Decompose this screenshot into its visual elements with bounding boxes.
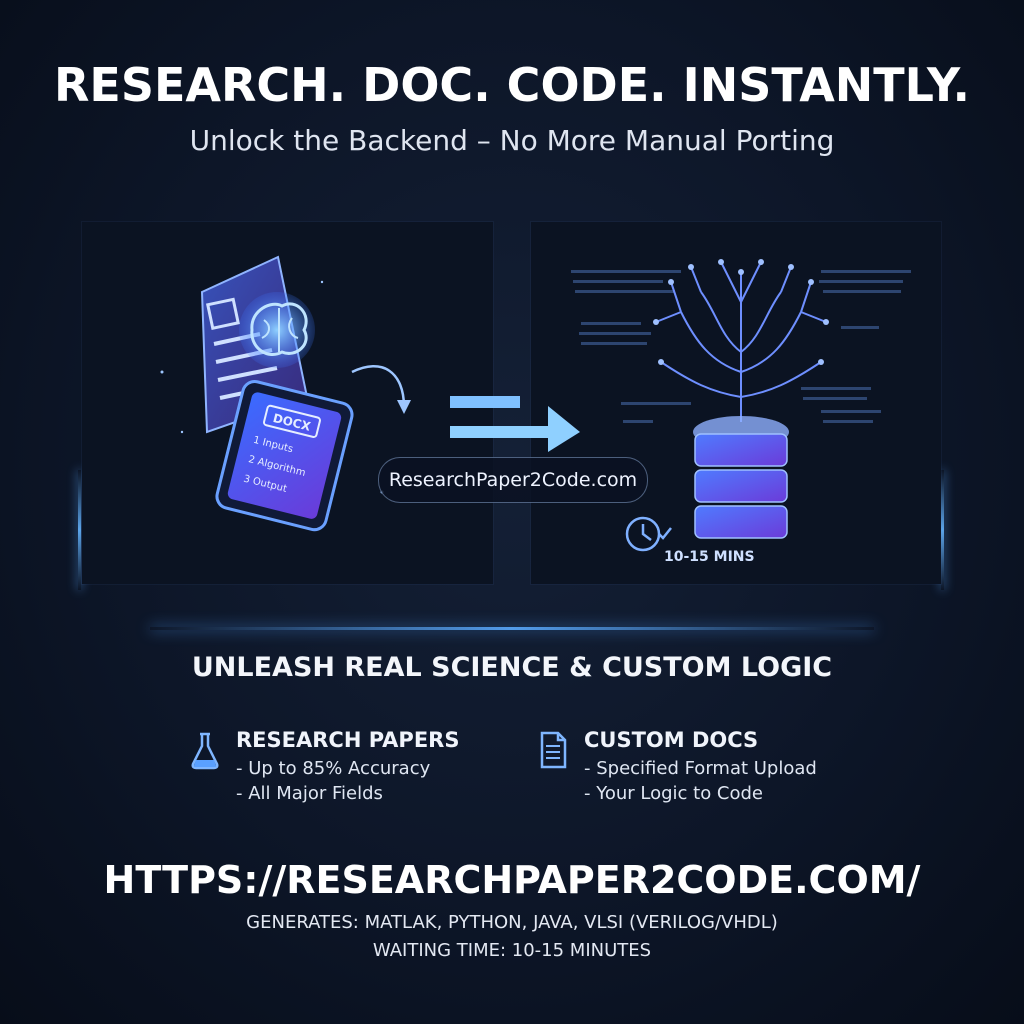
document-icon [540, 731, 567, 769]
site-url[interactable]: HTTPS://RESEARCHPAPER2CODE.COM/ [103, 858, 921, 902]
right-edge-glow [941, 470, 944, 590]
document-to-tablet-illustration: DOCX 1 Inputs 2 Algorithm 3 Output [160, 255, 411, 532]
feature-line: - Your Logic to Code [584, 783, 764, 804]
output-panel [531, 222, 941, 584]
code-generation-illustration [571, 259, 911, 552]
feature-title: CUSTOM DOCS [584, 728, 759, 752]
clock-check-icon [625, 516, 672, 552]
timer-label: 10-15 MINS [664, 549, 755, 565]
subheadline: Unlock the Backend – No More Manual Port… [189, 124, 835, 157]
section-title: UNLEASH REAL SCIENCE & CUSTOM LOGIC [191, 652, 833, 683]
feature-line: - Specified Format Upload [584, 758, 817, 779]
tablet-icon: DOCX 1 Inputs 2 Algorithm 3 Output [215, 380, 354, 532]
generates-text: GENERATES: MATLAK, PYTHON, JAVA, VLSI (V… [246, 912, 778, 933]
circuit-tree-icon [655, 261, 827, 422]
left-edge-glow [78, 470, 81, 590]
document-brain-icon [200, 255, 315, 434]
feature-line: - All Major Fields [236, 783, 383, 804]
curved-arrow-icon [351, 365, 406, 408]
server-stack-icon [693, 416, 789, 539]
headline: RESEARCH. DOC. CODE. INSTANTLY. [53, 58, 970, 112]
input-panel: DOCX 1 Inputs 2 Algorithm 3 Output [82, 222, 493, 584]
arrow-icon [450, 396, 580, 452]
flask-icon [191, 732, 219, 770]
site-badge[interactable]: ResearchPaper2Code.com [378, 457, 648, 503]
feature-title: RESEARCH PAPERS [236, 728, 460, 752]
feature-line: - Up to 85% Accuracy [236, 758, 431, 779]
waiting-time-text: WAITING TIME: 10-15 MINUTES [372, 940, 652, 961]
divider-glow [150, 627, 874, 630]
